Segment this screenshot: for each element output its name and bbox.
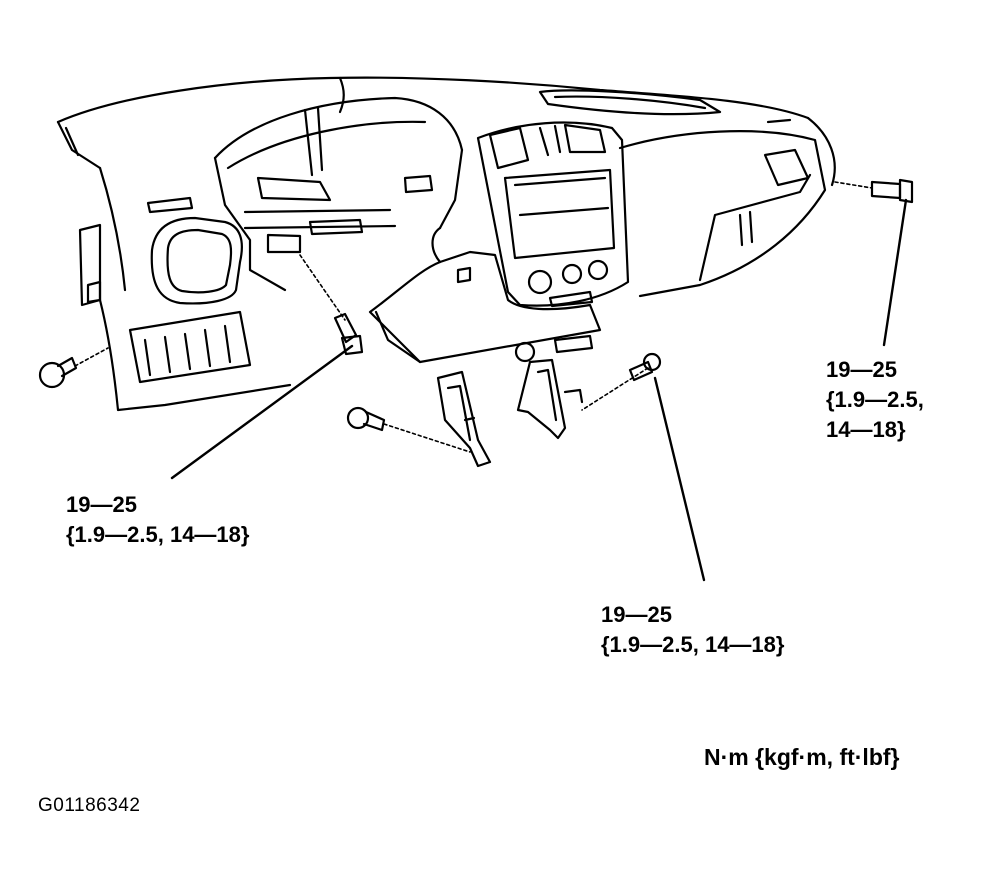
bolt-lower-left bbox=[346, 406, 386, 432]
units-legend: N·m {kgf·m, ft·lbf} bbox=[704, 744, 900, 770]
glove-box bbox=[618, 118, 827, 298]
left-switch-panel bbox=[78, 223, 292, 412]
installation-guide-lines bbox=[74, 181, 873, 453]
figure-id: G01186342 bbox=[38, 795, 141, 816]
lower-brackets bbox=[436, 358, 584, 468]
torque-nm-value: 19—25 bbox=[826, 357, 897, 382]
torque-alt-units-line2: 14—18} bbox=[826, 417, 906, 442]
torque-callout-center: 19—25 {1.9—2.5, 14—18} bbox=[601, 600, 784, 660]
torque-nm-value: 19—25 bbox=[66, 492, 137, 517]
torque-alt-units-line1: {1.9—2.5, bbox=[826, 387, 924, 412]
lower-center-panel bbox=[368, 226, 602, 364]
defroster-vent bbox=[538, 89, 722, 116]
left-air-vent bbox=[146, 196, 243, 305]
torque-nm-value: 19—25 bbox=[601, 602, 672, 627]
torque-callout-right: 19—25 {1.9—2.5, 14—18} bbox=[826, 355, 924, 445]
bolt-right bbox=[870, 178, 914, 204]
meter-hood bbox=[213, 96, 464, 292]
center-stack bbox=[476, 121, 630, 308]
torque-callout-left: 19—25 {1.9—2.5, 14—18} bbox=[66, 490, 249, 550]
bolt-left bbox=[38, 356, 78, 389]
bolt-lower-center bbox=[628, 352, 662, 382]
callout-leader-lines bbox=[170, 198, 908, 582]
torque-alt-units: {1.9—2.5, 14—18} bbox=[601, 632, 785, 657]
dashboard-top-outline bbox=[56, 76, 836, 292]
torque-alt-units: {1.9—2.5, 14—18} bbox=[66, 522, 250, 547]
